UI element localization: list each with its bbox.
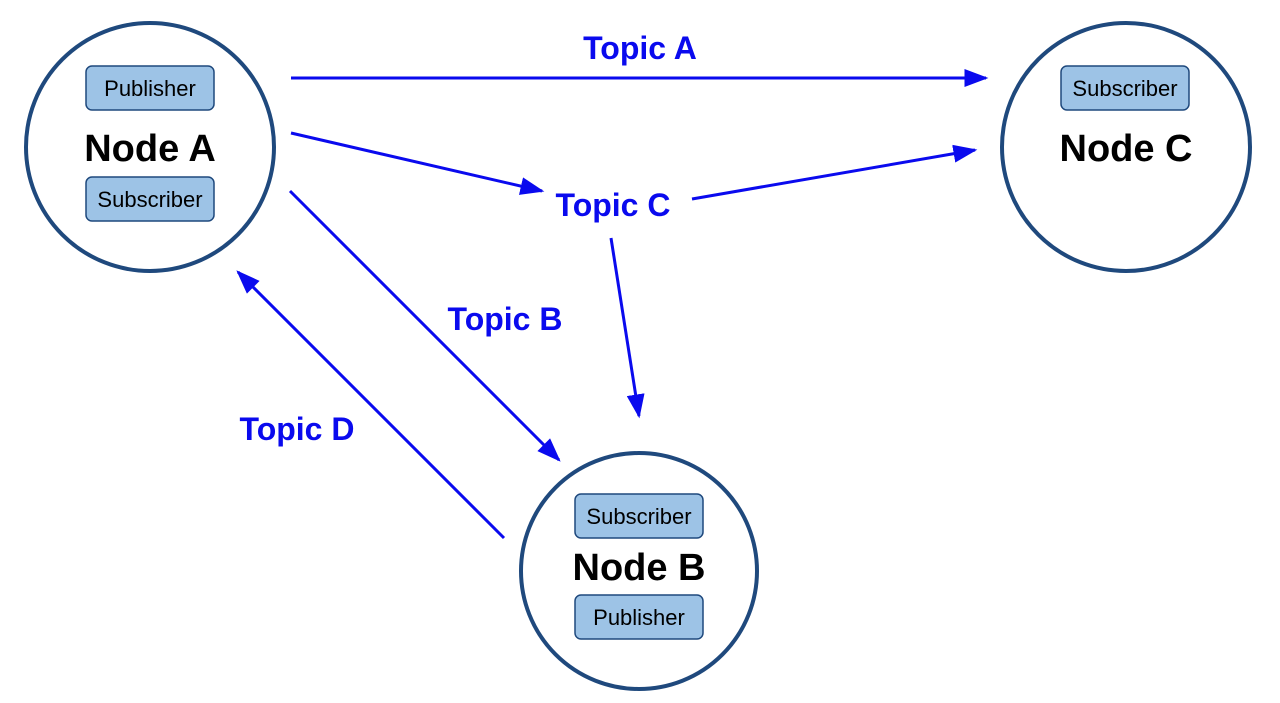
topic-c-to-node-b-arrow <box>609 237 645 419</box>
node-c-subscriber-box <box>1060 65 1190 111</box>
topic-c-to-node-c-arrow <box>691 144 978 201</box>
topic-b-label: Topic B <box>448 301 563 337</box>
node-c-title: Node C <box>1060 128 1193 170</box>
node-b-publisher-box <box>574 594 704 640</box>
node-a-publisher-box <box>85 65 215 111</box>
node-a: Publisher Node A Subscriber <box>24 21 276 273</box>
topic-d-arrow <box>236 270 506 540</box>
topic-arrows <box>236 69 989 540</box>
node-a-title: Node A <box>84 128 216 170</box>
node-b-publisher-label: Publisher <box>593 605 685 630</box>
topic-d-label: Topic D <box>240 411 355 447</box>
topic-b-arrow <box>288 189 561 462</box>
node-a-subscriber-box <box>85 176 215 222</box>
node-b-subscriber-label: Subscriber <box>586 504 691 529</box>
topic-a-label: Topic A <box>583 30 697 66</box>
node-b: Subscriber Node B Publisher <box>519 451 759 691</box>
node-b-title: Node B <box>573 547 706 589</box>
node-a-publisher-label: Publisher <box>104 76 196 101</box>
node-a-subscriber-label: Subscriber <box>97 187 202 212</box>
node-c-subscriber-label: Subscriber <box>1072 76 1177 101</box>
node-a-to-topic-c-arrow <box>290 131 545 195</box>
node-c: Subscriber Node C <box>1000 21 1252 273</box>
node-b-subscriber-box <box>574 493 704 539</box>
topic-c-label: Topic C <box>556 187 671 223</box>
